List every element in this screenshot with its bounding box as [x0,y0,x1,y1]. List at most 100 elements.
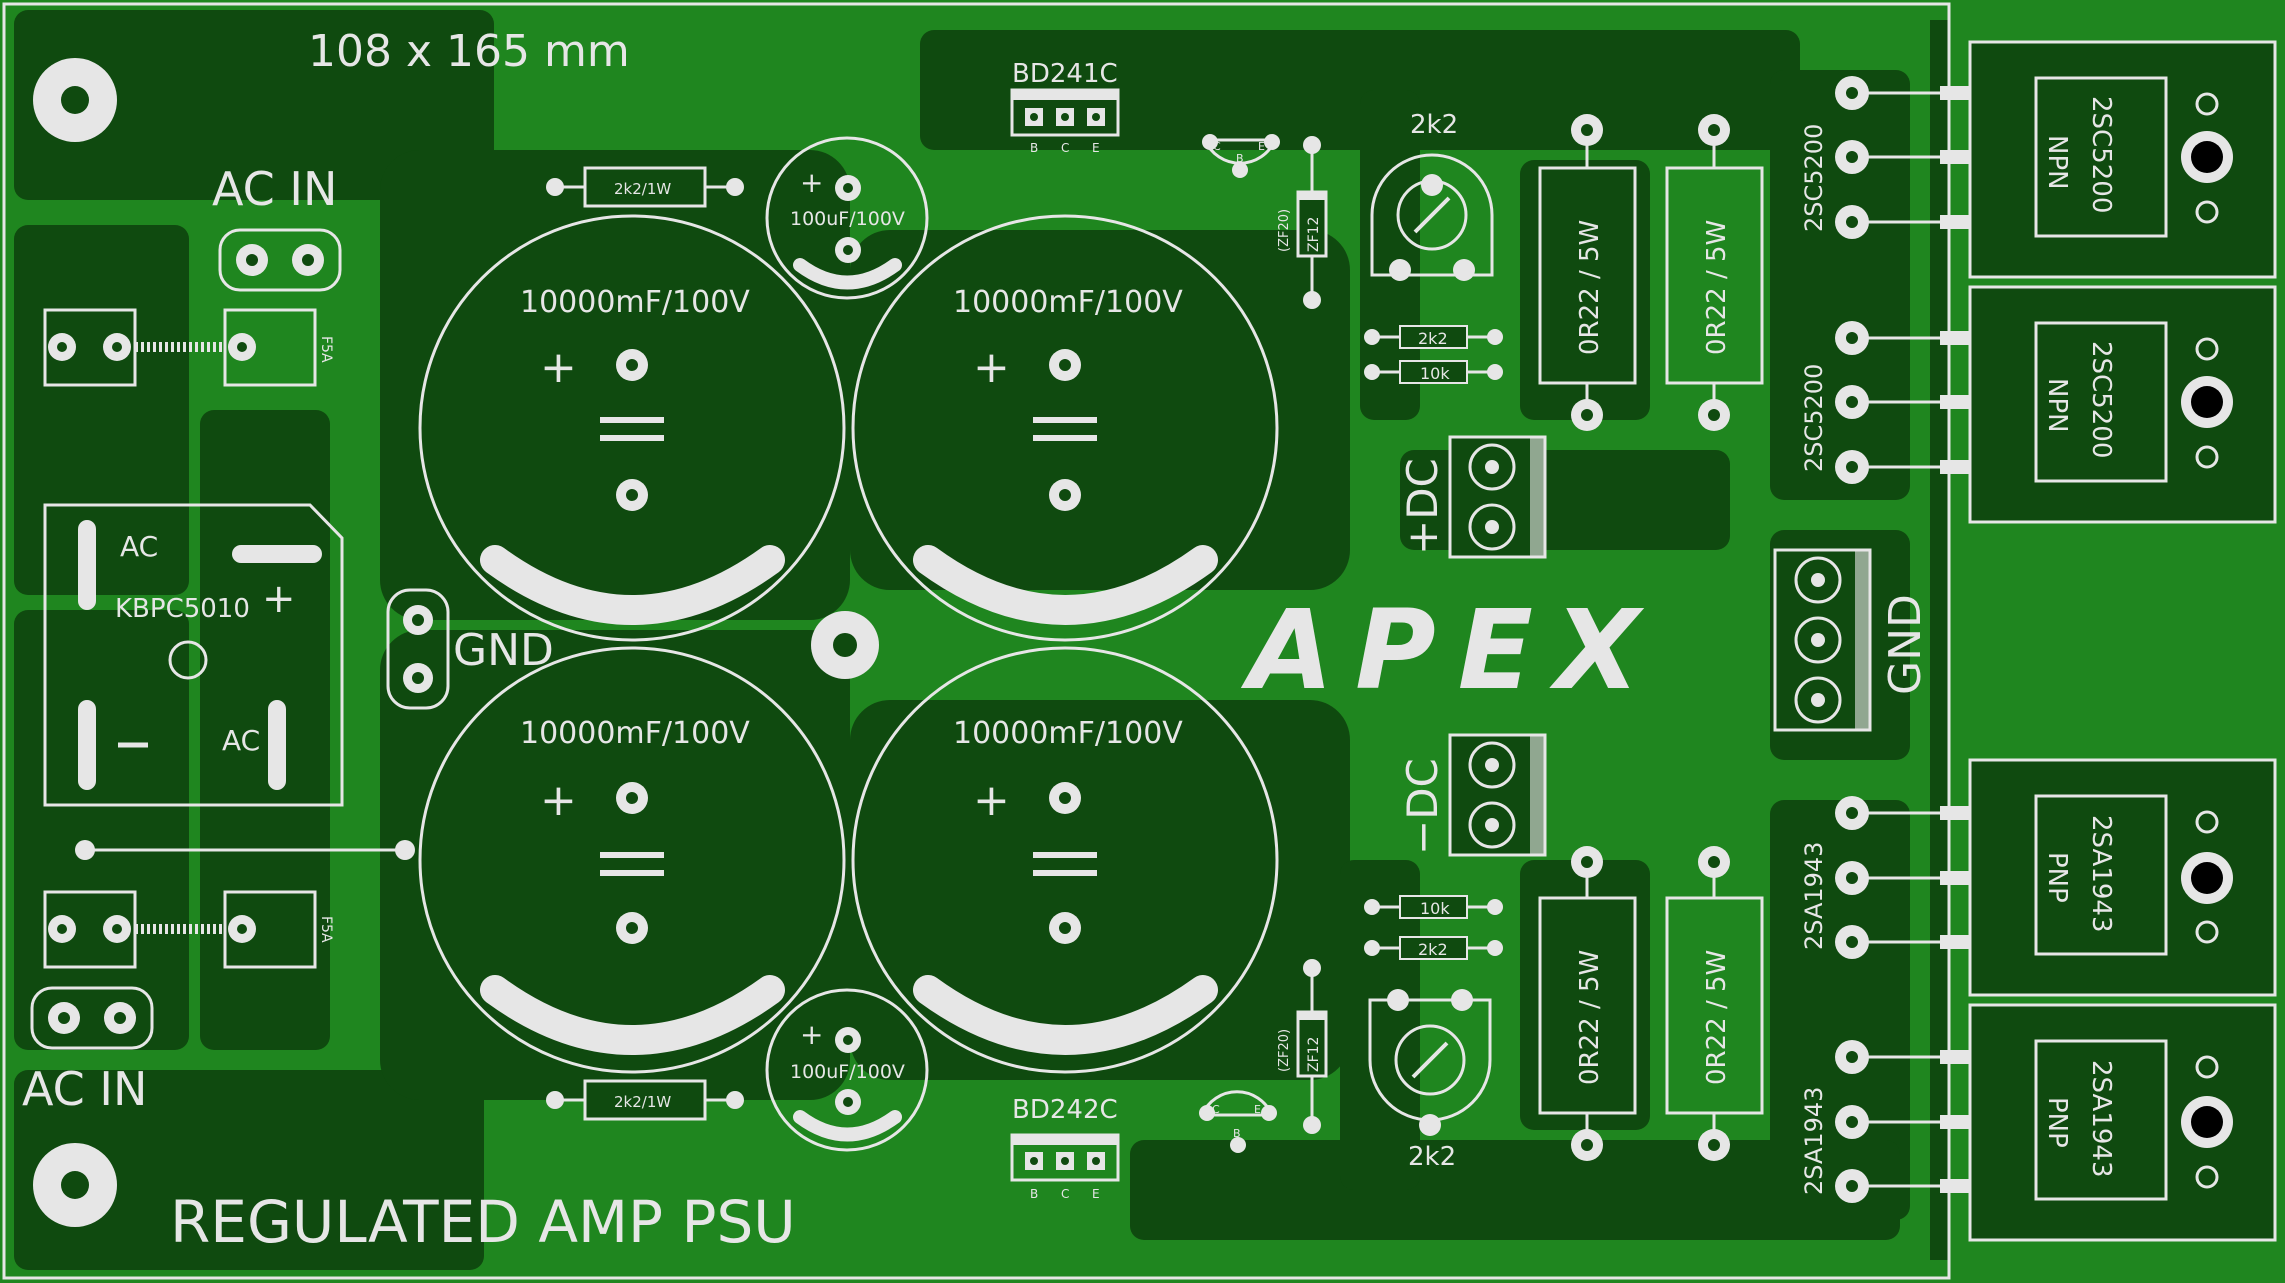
board-title: REGULATED AMP PSU [170,1188,796,1256]
zener-label-bottom: ZF12 [1306,1037,1322,1072]
dc-neg-label: −DC [1398,758,1447,855]
bridge-plus-label: + [262,576,296,622]
mounting-hole-icon [33,58,117,142]
output-transistor-type-label: PNP [2042,852,2072,903]
driver-pin-c-top: C [1061,141,1069,155]
gnd-label-right: GND [1880,594,1931,695]
power-resistor [1538,114,1637,431]
output-transistor-silk-label: 2SA1943 [1800,1087,1828,1195]
resistor-10k-top [1364,360,1503,384]
small-capacitor-top [765,136,929,300]
ac-in-connector-bottom [30,986,154,1050]
board-outline [2,2,1951,1280]
power-resistor-label: 0R22 / 5W [1575,220,1605,355]
gnd-terminal-right [1773,548,1872,732]
capacitor-value-label: 10000mF/100V [953,285,1183,320]
output-transistor-npn-2 [1835,285,2277,524]
filter-capacitor-1 [418,214,846,642]
driver-pin-b-top: B [1030,141,1038,155]
capacitor-value-label: 10000mF/100V [520,716,750,751]
output-transistor-part-label: 2SC5200 [2086,96,2116,213]
fuse-label-top: F5A [318,336,334,363]
bridge-ac-label-bottom: AC [222,724,260,757]
zener-diode-top [1296,136,1328,309]
power-resistor-label: 0R22 / 5W [1575,950,1605,1085]
output-transistor-part-label: 2SA1943 [2086,1060,2116,1177]
bridge-ac-label-top: AC [120,530,158,563]
zener-label-top: ZF12 [1306,217,1322,252]
small-transistor-bottom [1199,1090,1277,1153]
driver-transistor-bottom [1010,1133,1120,1182]
output-transistor-type-label: NPN [2042,378,2072,433]
capacitor-plus-label: + [540,775,577,826]
small-transistor-pin-b-top: B [1236,152,1244,165]
driver-pin-b-bottom: B [1030,1187,1038,1201]
resistor-2k2-1w-bottom [546,1079,744,1121]
ac-in-label-bottom: AC IN [22,1062,147,1116]
resistor-10k-label-bottom: 10k [1420,899,1450,918]
mounting-hole-icon [811,611,879,679]
dc-neg-terminal [1448,733,1547,857]
substrate-regions [14,10,1950,1270]
output-transistor-part-label: 2SC5200 [2086,341,2116,458]
output-transistor-npn-1 [1835,40,2277,279]
zener-alt-label-bottom: (ZF20) [1277,1029,1292,1072]
filter-capacitor-3 [418,646,846,1074]
output-transistor-silk-label: 2SA1943 [1800,842,1828,950]
small-transistor-pin-e-bottom: E [1254,1103,1261,1116]
resistor-2k2-1w-top [546,166,744,208]
filter-capacitor-2 [851,214,1279,642]
resistor-2k2-bottom [1364,936,1503,960]
resistor-2k2-label-bottom: 2k2 [1418,940,1448,959]
driver-pin-e-top: E [1092,141,1100,155]
capacitor-value-label: 10000mF/100V [953,716,1183,751]
power-resistor-label: 0R22 / 5W [1702,950,1732,1085]
driver-label-top: BD241C [1012,59,1118,89]
apex-logo: APEX [1240,586,1662,714]
fuse-holder-top [43,308,317,387]
small-capacitor-bottom [765,988,929,1152]
dc-pos-label: +DC [1398,458,1447,555]
output-transistor-silk-label: 2SC5200 [1800,364,1828,472]
trimmer-pot-top [1370,153,1494,281]
zener-diode-bottom [1296,959,1328,1134]
resistor-2k2-label-top: 2k2 [1418,329,1448,348]
gnd-connector-left [386,588,450,710]
resistor-10k-bottom [1364,895,1503,919]
power-resistor [1665,114,1764,431]
board-dimensions: 108 x 165 mm [308,26,630,77]
jumper-wire [75,840,415,860]
small-capacitor-label-bottom: 100uF/100V [790,1061,905,1083]
power-resistor [1538,846,1637,1161]
capacitor-plus-label: + [540,342,577,393]
small-capacitor-label-top: 100uF/100V [790,208,905,230]
output-transistor-part-label: 2SA1943 [2086,815,2116,932]
output-transistor-pnp-2 [1835,1003,2277,1242]
power-resistor-label: 0R22 / 5W [1702,220,1732,355]
driver-pin-e-bottom: E [1092,1187,1100,1201]
filter-capacitor-4 [851,646,1279,1074]
trimmer-label-top: 2k2 [1410,110,1458,140]
small-transistor-pin-e-top: E [1258,140,1265,153]
fuse-label-bottom: F5A [318,916,334,943]
driver-transistor-top [1010,88,1120,137]
small-transistor-pin-c-top: C [1213,140,1221,153]
fuse-holder-bottom [43,890,317,969]
small-transistor-pin-c-bottom: C [1212,1103,1220,1116]
small-capacitor-plus-top: + [800,166,823,199]
mounting-hole-icon [33,1143,117,1227]
output-transistor-silk-label: 2SC5200 [1800,124,1828,232]
output-transistor-pnp-1 [1835,758,2277,997]
capacitor-value-label: 10000mF/100V [520,285,750,320]
driver-label-bottom: BD242C [1012,1095,1118,1125]
bridge-rectifier [43,503,344,807]
dc-pos-terminal [1448,435,1547,559]
ac-in-label-top: AC IN [212,162,337,216]
trimmer-pot-bottom [1368,989,1492,1136]
resistor-label-top: 2k2/1W [614,180,671,198]
power-resistor [1665,846,1764,1161]
output-transistor-type-label: PNP [2042,1097,2072,1148]
capacitor-plus-label: + [973,775,1010,826]
bridge-part-label: KBPC5010 [115,594,250,624]
